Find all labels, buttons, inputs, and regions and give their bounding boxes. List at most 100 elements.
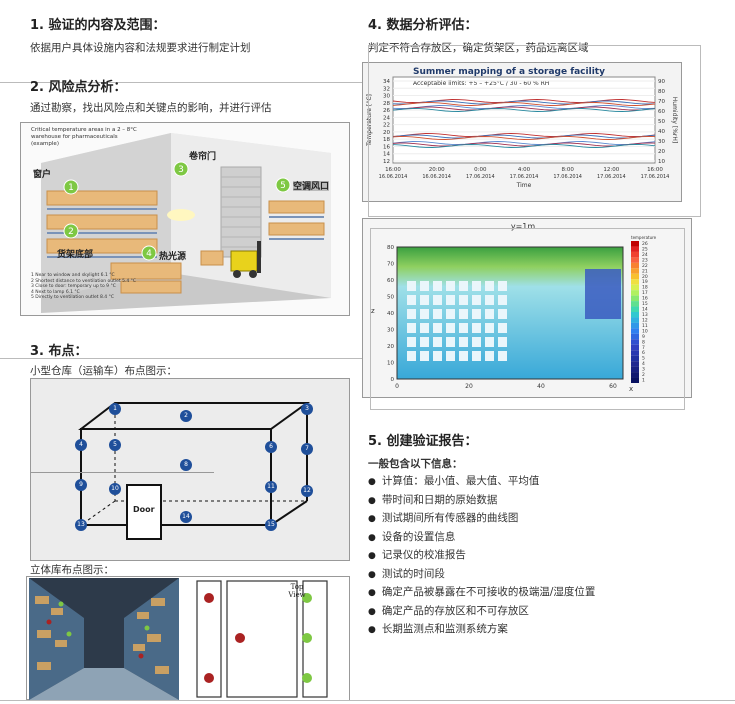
risk-marker-4: 4	[141, 245, 157, 265]
colorbar-swatch	[631, 361, 639, 367]
list-item: 计算值：最小值、最大值、平均值	[368, 472, 595, 491]
colorbar-label: 8	[642, 339, 645, 345]
y-tick-label: 12	[383, 159, 390, 165]
sensor-point-5: 5	[109, 439, 121, 451]
footer-line	[0, 700, 735, 701]
colorbar-label: 10	[642, 328, 648, 334]
y2-tick-label: 80	[658, 89, 665, 95]
thin-guide	[370, 228, 685, 410]
x-tick-label: 40	[537, 383, 545, 390]
sensor-point-3: 3	[301, 403, 313, 415]
colorbar-swatch	[631, 366, 639, 373]
x-tick-label: 0:00	[474, 167, 487, 173]
list-item: 带时间和日期的原始数据	[368, 491, 595, 510]
sensor-point-7: 7	[301, 443, 313, 455]
section-4-title: 4. 数据分析评估：	[368, 18, 478, 33]
colorbar-label: 9	[642, 334, 645, 340]
colorbar-label: 20	[642, 274, 648, 280]
x-tick-label: 20	[465, 383, 473, 390]
colorbar-label: 14	[642, 307, 648, 313]
risk-marker-3: 3	[173, 161, 189, 181]
y-tick-label: 18	[383, 137, 390, 143]
label-window: 窗户	[33, 170, 52, 180]
list-item: 确定产品被暴露在不可接收的极端温/湿度位置	[368, 583, 596, 602]
label-rack-bottom: 货架底部	[57, 250, 94, 260]
colorbar-swatch	[631, 246, 639, 252]
colorbar-label: 24	[642, 252, 648, 258]
sensor-point-1: 1	[109, 403, 121, 415]
warehouse-aisle-photo	[29, 578, 179, 700]
svg-text:2: 2	[68, 227, 74, 237]
y2-tick-label: 10	[658, 159, 665, 165]
z-tick-label: 20	[387, 344, 394, 350]
x-tick-date: 16.06.2014	[422, 174, 451, 180]
colorbar-label: 21	[642, 268, 648, 274]
colorbar-label: 5	[642, 356, 645, 362]
section-1-title: 1. 验证的内容及范围：	[30, 18, 166, 33]
sensor-curve	[392, 144, 656, 148]
y-tick-label: 16	[383, 144, 390, 150]
sensor-curve	[392, 134, 656, 139]
stereo-layout-image: Top View	[26, 576, 350, 700]
colorbar-swatch	[631, 284, 639, 291]
colorbar-swatch	[631, 355, 639, 362]
x-tick-label: 60	[609, 383, 617, 390]
list-item: 确定产品的存放区和不可存放区	[368, 602, 595, 621]
sensor-point-12: 12	[301, 485, 313, 497]
colorbar-label: 11	[642, 323, 648, 329]
z-tick-label: 70	[387, 262, 394, 268]
y-axis-label: Temperature [°C]	[366, 94, 373, 147]
x-axis-label: Time	[516, 182, 532, 189]
sensor-point-10: 10	[109, 483, 121, 495]
colorbar-label: 16	[642, 296, 648, 302]
colorbar-label: 23	[642, 257, 648, 263]
risk-marker-5: 5	[275, 177, 291, 197]
colorbar-swatch	[631, 241, 639, 247]
sensor-curve	[392, 105, 656, 109]
y2-tick-label: 30	[658, 139, 665, 145]
warehouse-illustration	[41, 133, 331, 313]
truck-box-diagram	[78, 402, 311, 540]
colorbar-label: 2	[642, 372, 645, 378]
x-tick-label: 20:00	[429, 167, 445, 173]
colorbar-label: 25	[642, 246, 648, 252]
y2-tick-label: 40	[658, 129, 665, 135]
section-3-text: 小型仓库（运输车）布点图示：	[30, 365, 177, 377]
sensor-curve	[392, 141, 656, 145]
section-5-title: 5. 创建验证报告：	[368, 434, 478, 449]
sensor-point-11: 11	[265, 481, 277, 493]
colorbar-label: 22	[642, 263, 648, 269]
section-5-intro: 一般包含以下信息：	[368, 458, 463, 470]
thin-guide	[368, 45, 701, 217]
section-2-title: 2. 风险点分析：	[30, 80, 127, 95]
door-label: Door	[133, 505, 155, 514]
colorbar-label: 4	[642, 361, 645, 367]
warehouse-caption: Critical temperature areas in a 2 – 8°C …	[31, 127, 137, 147]
label-heat-source: 热光源	[159, 252, 187, 262]
contour-title: y=1m	[511, 222, 536, 231]
sensor-point-6: 6	[265, 441, 277, 453]
sensor-point-8: 8	[180, 459, 192, 471]
label-ac-outlet: 空调风口	[293, 182, 330, 192]
sensor-point-14: 14	[180, 511, 192, 523]
x-tick-date: 17.06.2014	[510, 174, 539, 180]
sensor-curve	[392, 102, 656, 106]
y-tick-label: 20	[383, 130, 390, 136]
x-tick-label: 4:00	[518, 167, 531, 173]
y-tick-label: 32	[383, 86, 390, 92]
top-view-diagram	[179, 578, 349, 700]
colorbar-title: temperature	[631, 235, 657, 240]
risk-marker-1: 1	[63, 179, 79, 199]
colorbar-swatch	[631, 262, 639, 269]
colorbar-swatch	[631, 333, 639, 340]
colorbar-swatch	[631, 251, 639, 258]
colorbar-swatch	[631, 344, 639, 351]
thin-guide	[30, 472, 214, 473]
svg-text:5: 5	[280, 181, 286, 191]
colorbar-swatch	[631, 295, 639, 302]
x-tick-label: 16:00	[647, 167, 663, 173]
z-tick-label: 50	[387, 295, 394, 301]
